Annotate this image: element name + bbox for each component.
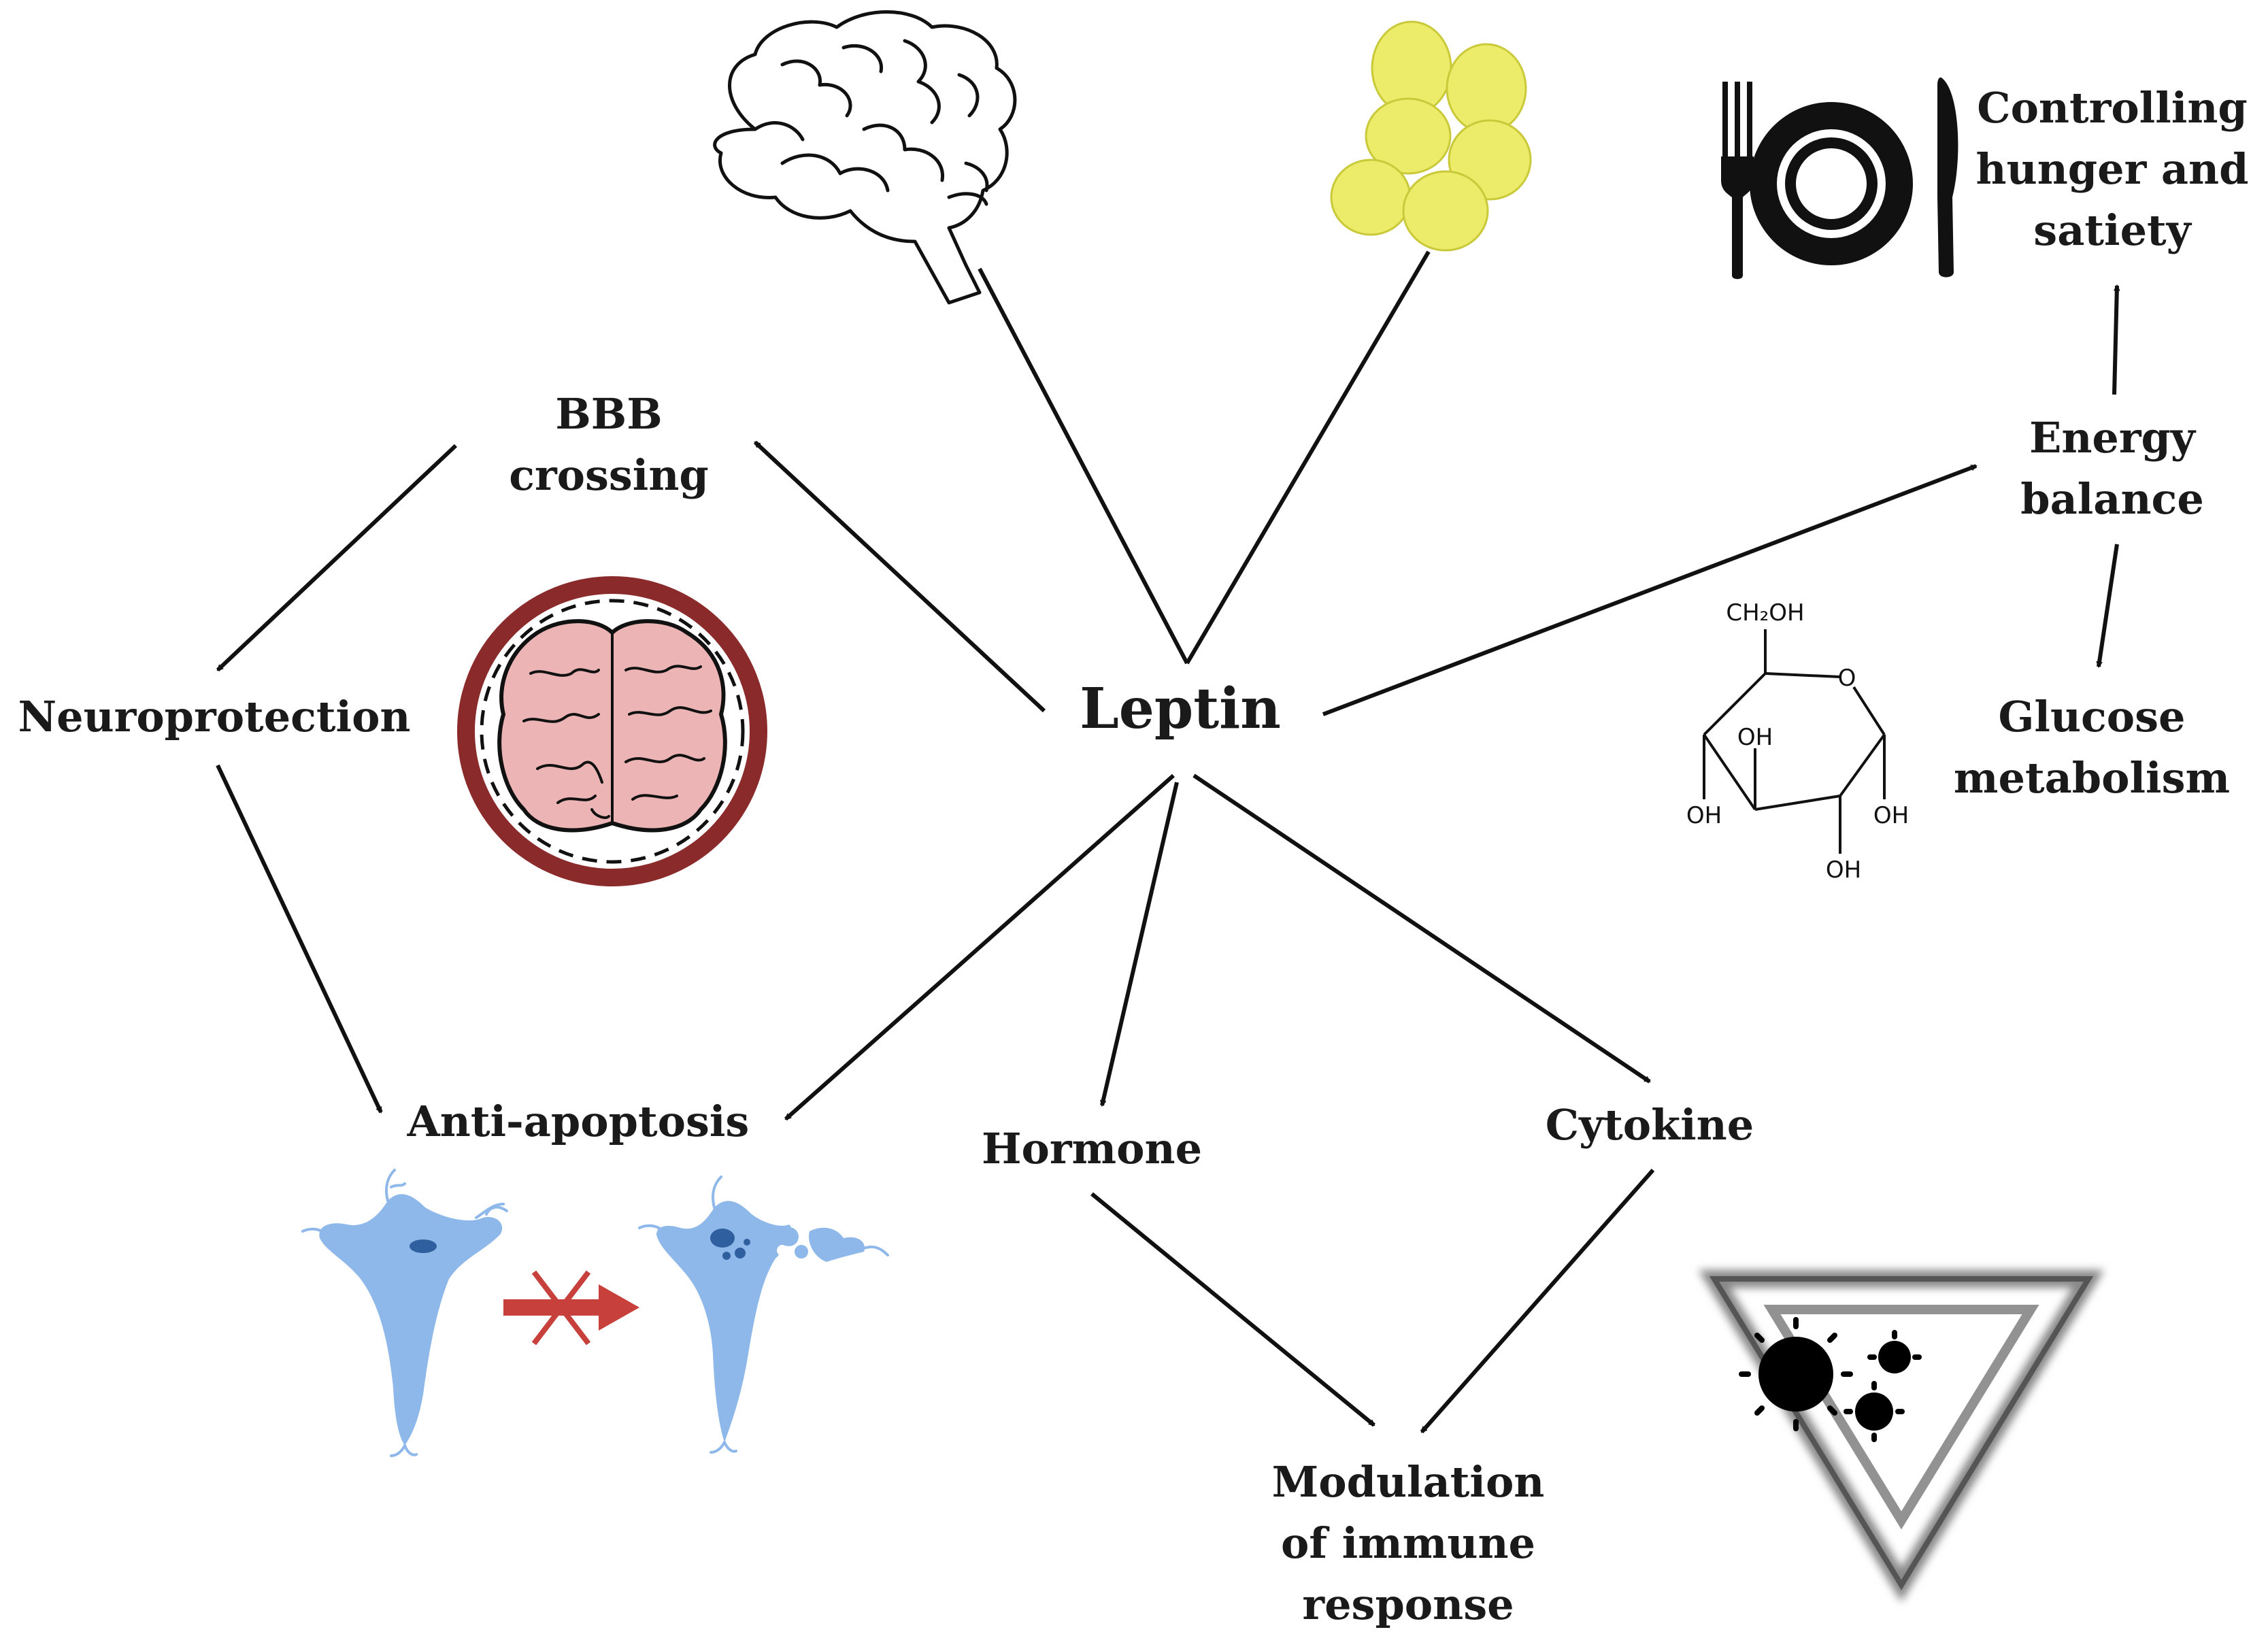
glucose-molecule-icon: CH₂OH O OH OH OH OH (1686, 599, 1909, 884)
apoptotic-neuron-icon (638, 1175, 889, 1454)
arrow-leptin-to-cytokine (1193, 773, 1650, 1084)
hunger-label-line2: hunger and (1976, 144, 2249, 194)
adipocytes-icon (1330, 20, 1532, 252)
arrow-leptin-to-energy (1322, 464, 1976, 716)
arrow-leptin-to-antiapoptosis (784, 773, 1175, 1121)
line-fat-to-leptin (1185, 250, 1431, 665)
bbb-label-line1: BBB (555, 389, 662, 439)
leptin-label: Leptin (1080, 676, 1281, 741)
hunger-label-line1: Controlling (1977, 83, 2248, 133)
anti-apoptosis-label: Anti-apoptosis (407, 1097, 750, 1146)
blocked-arrow-icon (503, 1270, 639, 1346)
glucose-oh-label: OH (1873, 802, 1909, 829)
arrow-bbb-to-neuroprotection (216, 444, 458, 672)
arrow-leptin-to-bbb (753, 440, 1046, 713)
glucose-oh-label: OH (1737, 724, 1773, 751)
immune-triangle-icon (1698, 1270, 2105, 1602)
glucose-ch2oh-label: CH₂OH (1726, 599, 1804, 627)
plate-cutlery-icon (1721, 77, 1958, 280)
glucose-ring-o-label: O (1838, 665, 1856, 692)
brain-outline-icon (713, 10, 1017, 305)
glucose-oh-label: OH (1826, 856, 1861, 884)
arrow-neuroprotection-to-antiapoptosis (216, 764, 383, 1112)
modulation-label-line1: Modulation (1272, 1457, 1545, 1507)
brain-in-barrier-icon (457, 576, 767, 886)
modulation-label-line2: of immune (1281, 1518, 1535, 1568)
hormone-label: Hormone (982, 1124, 1202, 1173)
arrow-cytokine-to-modulation (1420, 1169, 1655, 1433)
arrow-energy-to-glucose (2099, 544, 2119, 667)
bbb-label-line2: crossing (509, 450, 709, 500)
glucose-label-line2: metabolism (1954, 753, 2230, 803)
connectors (216, 250, 2119, 1433)
modulation-label-line3: response (1302, 1580, 1514, 1629)
cytokine-label: Cytokine (1546, 1100, 1754, 1150)
energy-label-line2: balance (2020, 474, 2204, 524)
arrow-hormone-to-modulation (1090, 1192, 1375, 1427)
energy-label-line1: Energy (2029, 413, 2197, 463)
glucose-oh-label: OH (1686, 802, 1722, 829)
hunger-label-line3: satiety (2033, 205, 2192, 255)
arrow-energy-to-hunger (2112, 286, 2117, 395)
glucose-label-line1: Glucose (1998, 692, 2185, 741)
neuron-icon (301, 1169, 508, 1457)
neuroprotection-label: Neuroprotection (18, 692, 410, 741)
line-brain-to-leptin (978, 267, 1189, 665)
arrow-leptin-to-hormone (1102, 782, 1179, 1105)
